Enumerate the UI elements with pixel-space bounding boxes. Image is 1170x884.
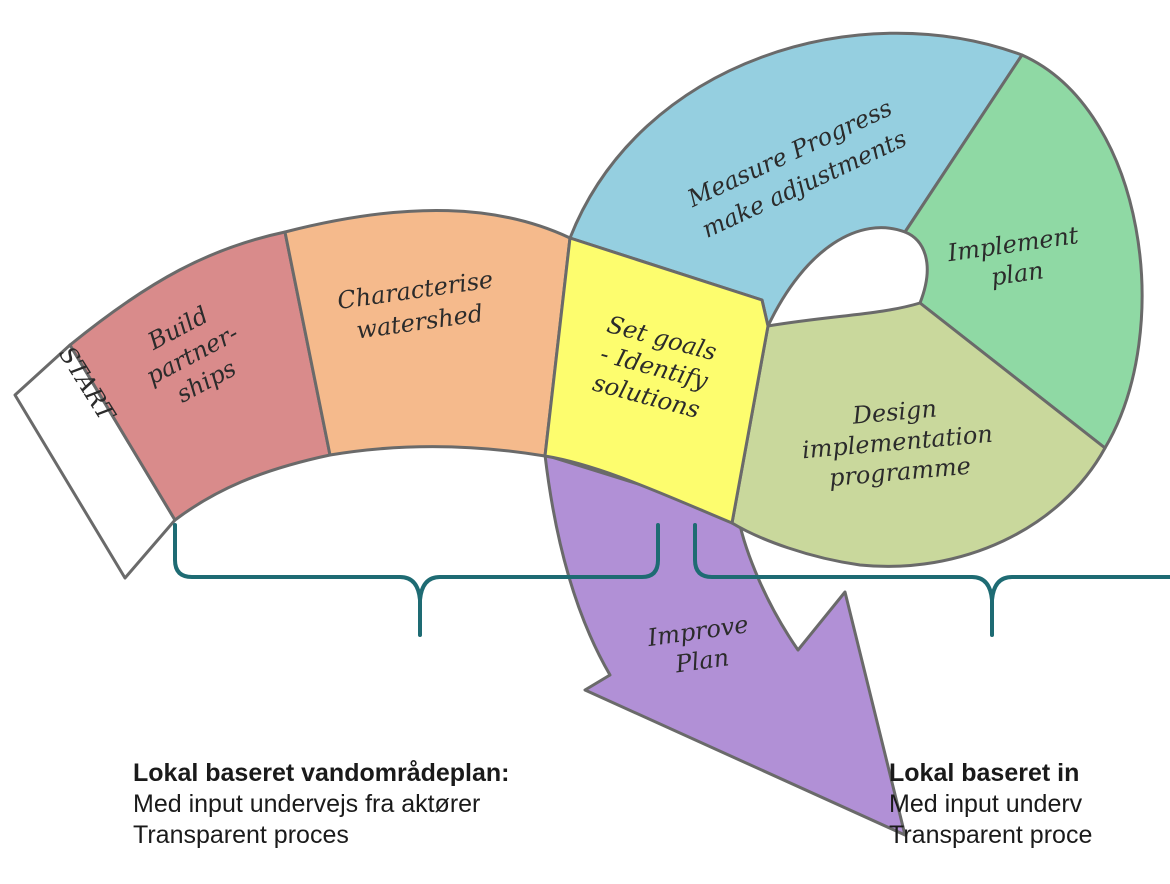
left-caption: Lokal baseret vandområdeplan: Med input …: [133, 758, 510, 851]
right-caption-heading: Lokal baseret in: [889, 759, 1080, 787]
right-caption-line1: Med input underv: [889, 790, 1083, 818]
left-caption-heading: Lokal baseret vandområdeplan:: [133, 759, 510, 787]
implement-plan-segment: [903, 53, 1144, 450]
right-brace: [693, 523, 1170, 637]
left-caption-line2: Transparent proces: [133, 821, 349, 849]
left-caption-line1: Med input undervejs fra aktører: [133, 790, 481, 818]
improve-plan-arrow: [543, 453, 907, 837]
set-goals-segment: [543, 236, 770, 525]
measure-progress-segment: [568, 31, 1024, 328]
design-implementation-segment: [730, 301, 1107, 568]
right-caption-line2: Transparent proce: [889, 821, 1093, 849]
left-brace: [173, 523, 660, 637]
right-caption: Lokal baseret in Med input underv Transp…: [889, 758, 1170, 851]
